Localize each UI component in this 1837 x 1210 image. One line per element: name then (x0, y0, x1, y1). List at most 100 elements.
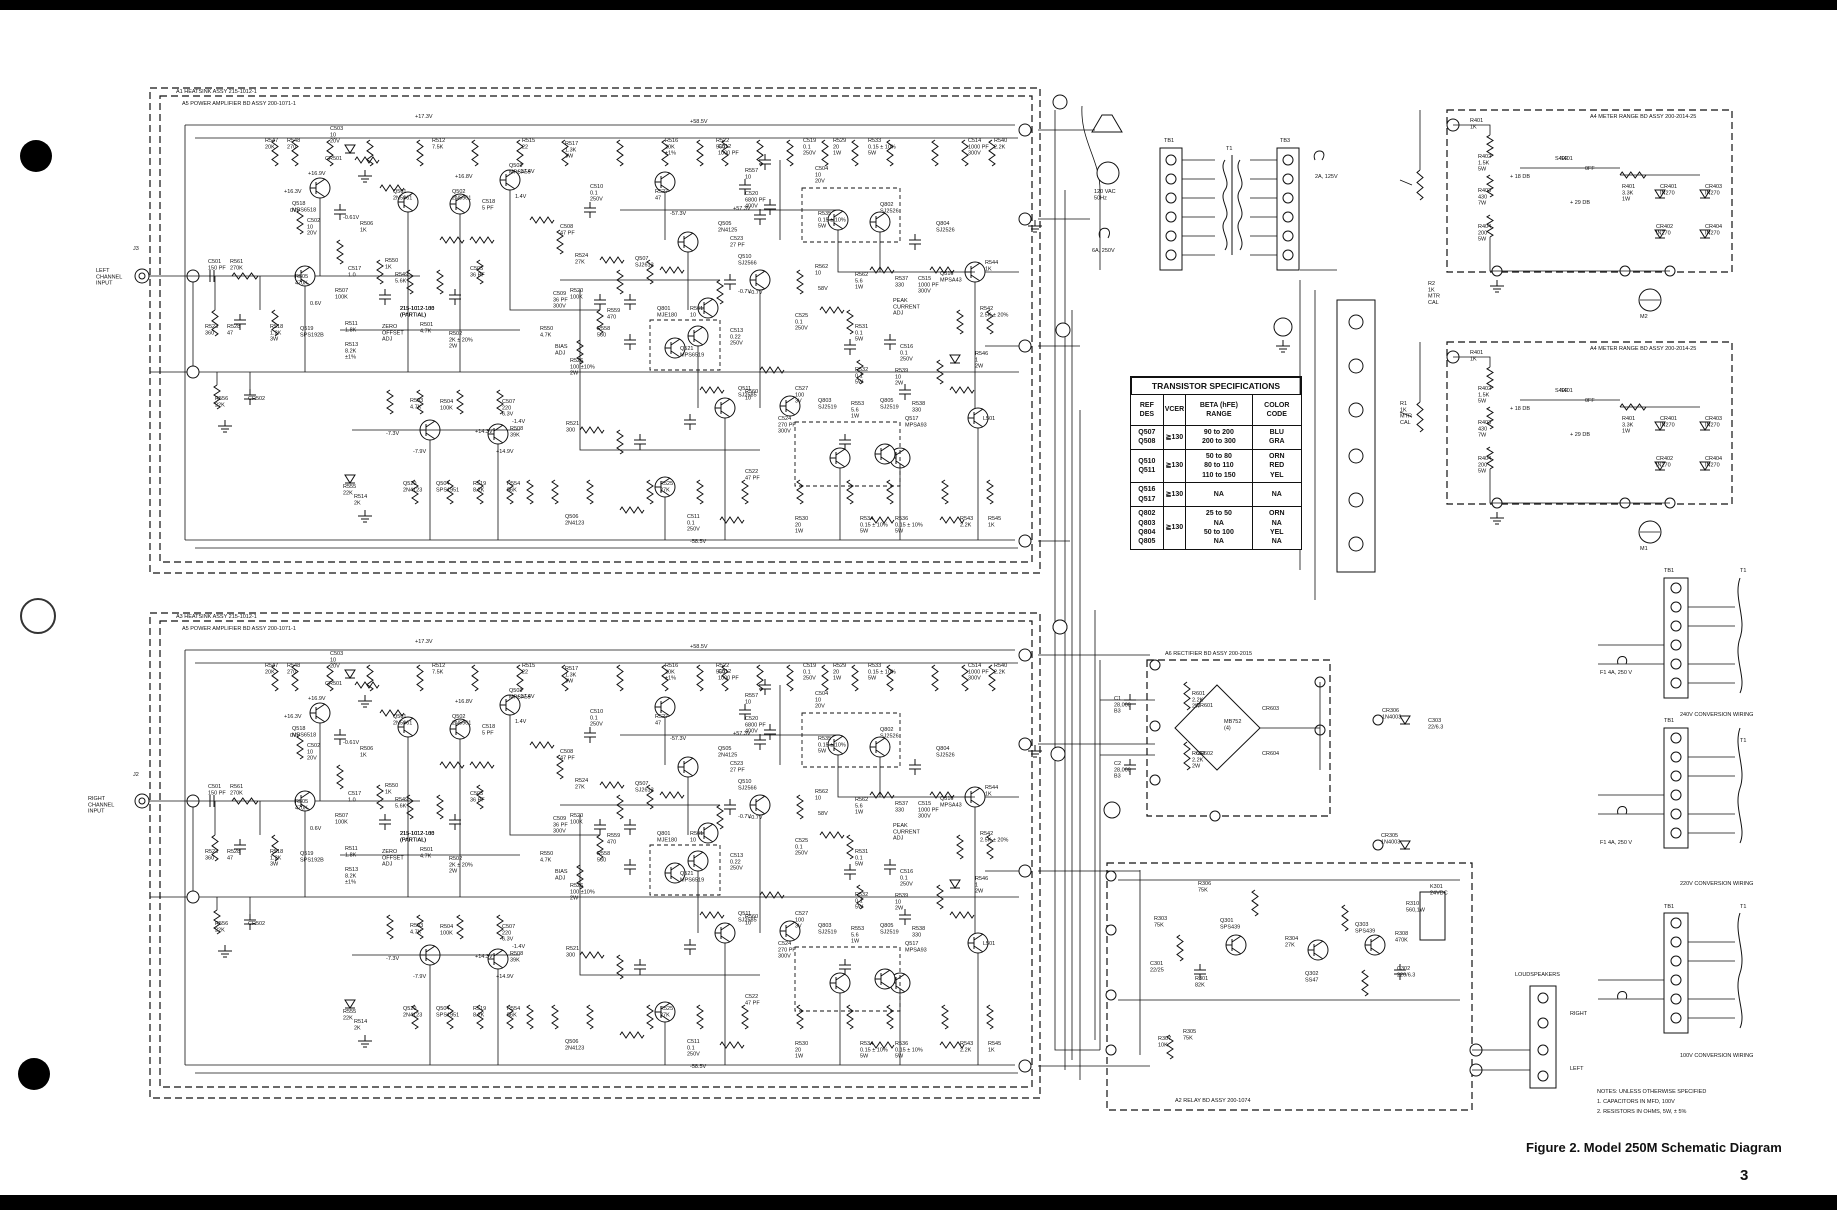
resistor (586, 479, 594, 505)
transistor-leads (698, 298, 714, 318)
resistor (529, 741, 555, 749)
resistor (496, 914, 504, 940)
spec-header-vcer: VCER (1162, 394, 1187, 426)
tb3-label: TB3 (1280, 138, 1290, 144)
terminal (1018, 648, 1032, 662)
resistor (936, 884, 944, 910)
transistor-leads (1226, 935, 1242, 955)
pilot-lamp (1348, 314, 1364, 330)
schematic-diagram: A1 HEATSINK ASSY 215-1012-1A5 POWER AMPL… (88, 87, 1753, 1115)
resistor (469, 761, 495, 769)
conversion-mains (1598, 644, 1664, 665)
component-label: 215-1012-100(PARTIAL) (400, 306, 434, 318)
resistor (271, 834, 279, 862)
capacitor (884, 859, 896, 875)
resistor (616, 429, 624, 455)
transistor-leads (398, 192, 414, 212)
terminal (1105, 870, 1117, 882)
spec-cell-vcer: ≧130 (1162, 482, 1187, 508)
capacitor (844, 864, 856, 880)
terminal (1018, 339, 1032, 353)
capacitor (334, 729, 346, 745)
resistor (1416, 169, 1424, 201)
j3-label: J3 (133, 246, 139, 252)
rectifier-board-boundary (1146, 659, 1331, 817)
component-label: 215-1012-108(PARTIAL) (400, 831, 434, 843)
capacitor (899, 384, 911, 400)
voltage-label: +17.3V (415, 639, 433, 645)
component-label: S401 (1560, 156, 1573, 162)
conversion-terminal-strip (1663, 727, 1689, 849)
resistor (956, 834, 964, 860)
transistor-leads (698, 823, 714, 843)
transistor-leads (750, 795, 766, 815)
terminal (1149, 774, 1161, 786)
transistor-leads (678, 757, 694, 777)
resistor (936, 359, 944, 385)
input-jack-pin (138, 272, 146, 280)
transistor-leads (715, 923, 731, 943)
capacitor (899, 909, 911, 925)
transistor-leads (655, 172, 671, 192)
capacitor (449, 814, 461, 830)
resistor (796, 1004, 804, 1030)
voltage-label: -1.4V (512, 419, 525, 425)
transistor-leads (678, 232, 694, 252)
transistor-leads (830, 973, 846, 993)
resistor (661, 664, 669, 692)
capacitor (594, 819, 606, 835)
tb1-conversion-240: TB1 (1664, 568, 1674, 574)
component-label: 0FF (1585, 166, 1595, 172)
terminal (1209, 810, 1221, 822)
resistor (376, 784, 384, 810)
terminal (1537, 992, 1549, 1004)
terminal (1282, 230, 1294, 242)
tb3-terminal-strip (1276, 147, 1300, 271)
terminal (1282, 192, 1294, 204)
chassis-ground-node (1273, 317, 1293, 337)
voltage-label: +16.8V (455, 699, 473, 705)
voltage-label: -58.5V (690, 539, 707, 545)
ground (1490, 512, 1504, 525)
terminal (1537, 1070, 1549, 1082)
resistor (411, 1004, 419, 1030)
conversion-wires (1688, 941, 1735, 1019)
